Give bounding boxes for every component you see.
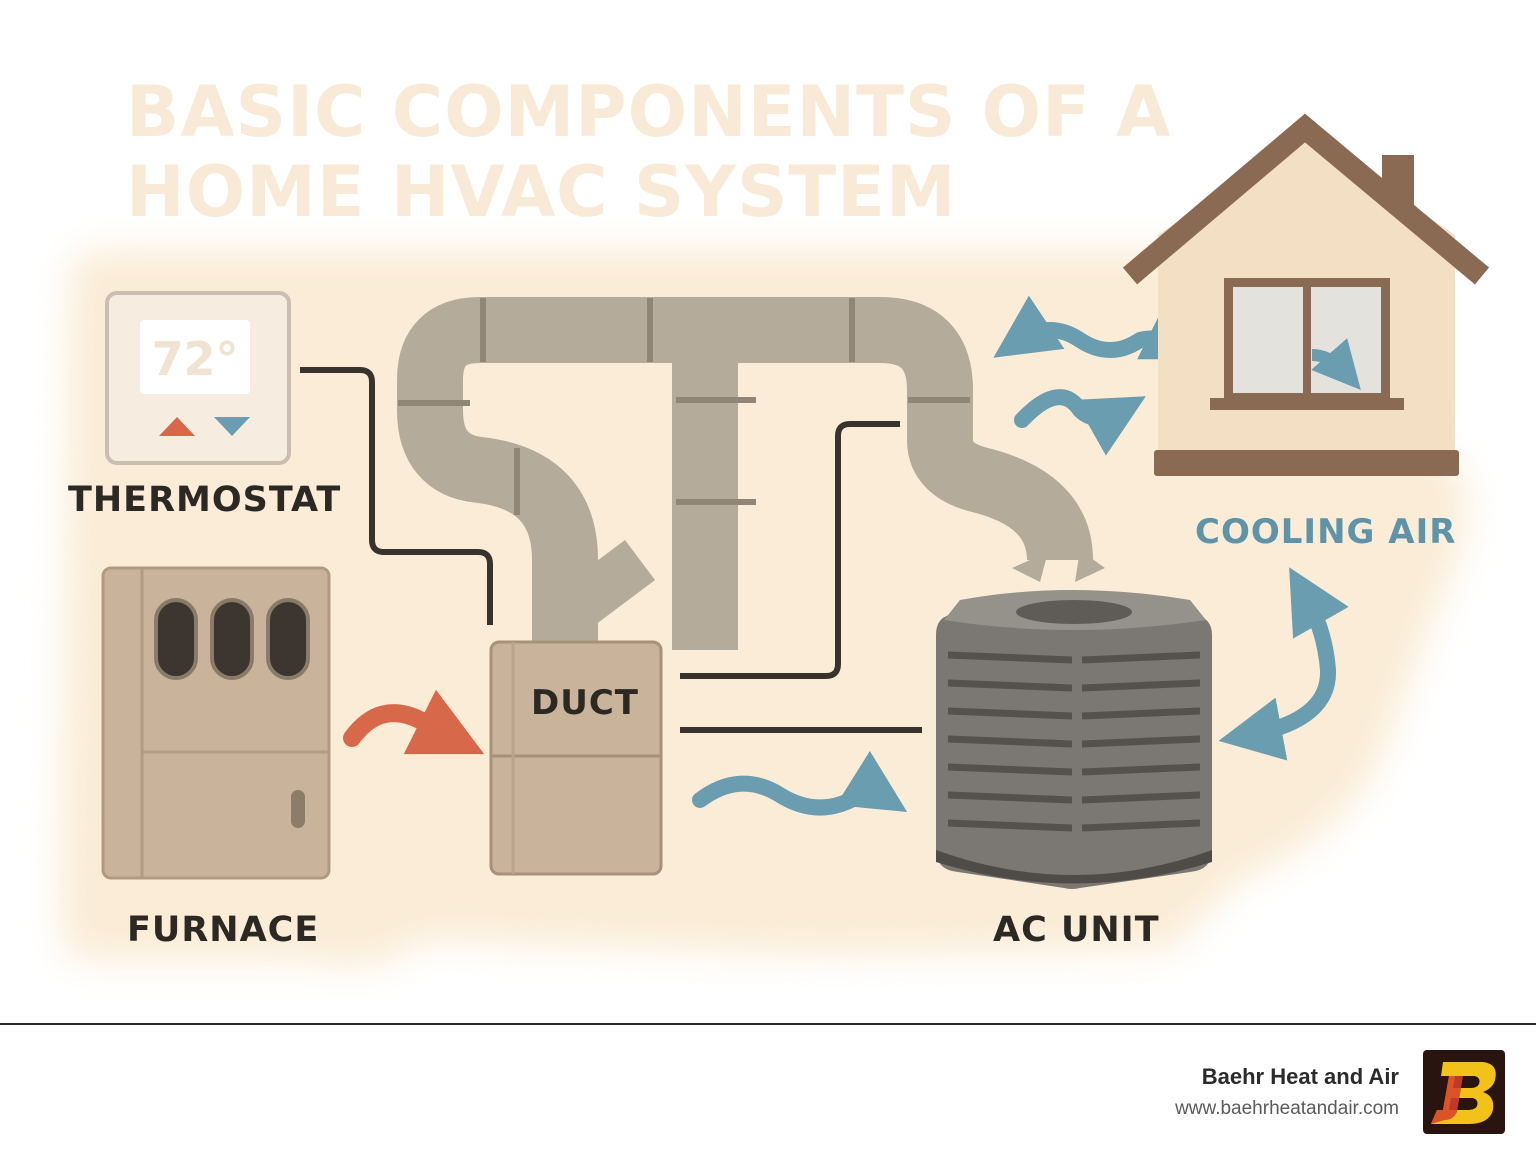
cool-airflow-arrows bbox=[692, 295, 1349, 816]
airflow-arrow-icon bbox=[1218, 567, 1349, 761]
brand-logo-icon bbox=[1423, 1050, 1505, 1134]
ac-unit-icon bbox=[936, 590, 1212, 889]
window-icon bbox=[1210, 278, 1404, 410]
control-wires bbox=[300, 367, 922, 733]
ac-unit-label: AC UNIT bbox=[993, 910, 1160, 950]
thermostat-icon bbox=[105, 291, 291, 465]
duct-seams bbox=[398, 298, 970, 515]
up-arrow-icon bbox=[159, 417, 195, 436]
diagram-title: BASIC COMPONENTS OF A HOME HVAC SYSTEM bbox=[126, 71, 1172, 233]
airflow-arrow-icon bbox=[343, 689, 485, 755]
cooling-air-label: COOLING AIR bbox=[1195, 512, 1457, 552]
house-icon bbox=[1122, 113, 1490, 476]
hvac-diagram: BASIC COMPONENTS OF A HOME HVAC SYSTEM 7… bbox=[60, 71, 1490, 967]
brand-name: Baehr Heat and Air bbox=[1201, 1064, 1399, 1089]
furnace-label: FURNACE bbox=[127, 910, 320, 950]
thermostat-label: THERMOSTAT bbox=[68, 480, 342, 520]
down-arrow-icon bbox=[214, 417, 250, 436]
duct-label: DUCT bbox=[531, 683, 639, 723]
thermostat-temperature: 72° bbox=[151, 332, 239, 386]
brand-url: www.baehrheatandair.com bbox=[1175, 1098, 1399, 1119]
airflow-arrow-icon bbox=[692, 750, 908, 816]
diagram-canvas bbox=[60, 113, 1490, 967]
footer-divider bbox=[0, 1023, 1536, 1025]
furnace-icon bbox=[101, 566, 331, 880]
duct-outlet-arrows bbox=[1012, 550, 1105, 582]
airflow-arrow-icon bbox=[1014, 389, 1146, 456]
duct-box-icon bbox=[489, 640, 663, 876]
